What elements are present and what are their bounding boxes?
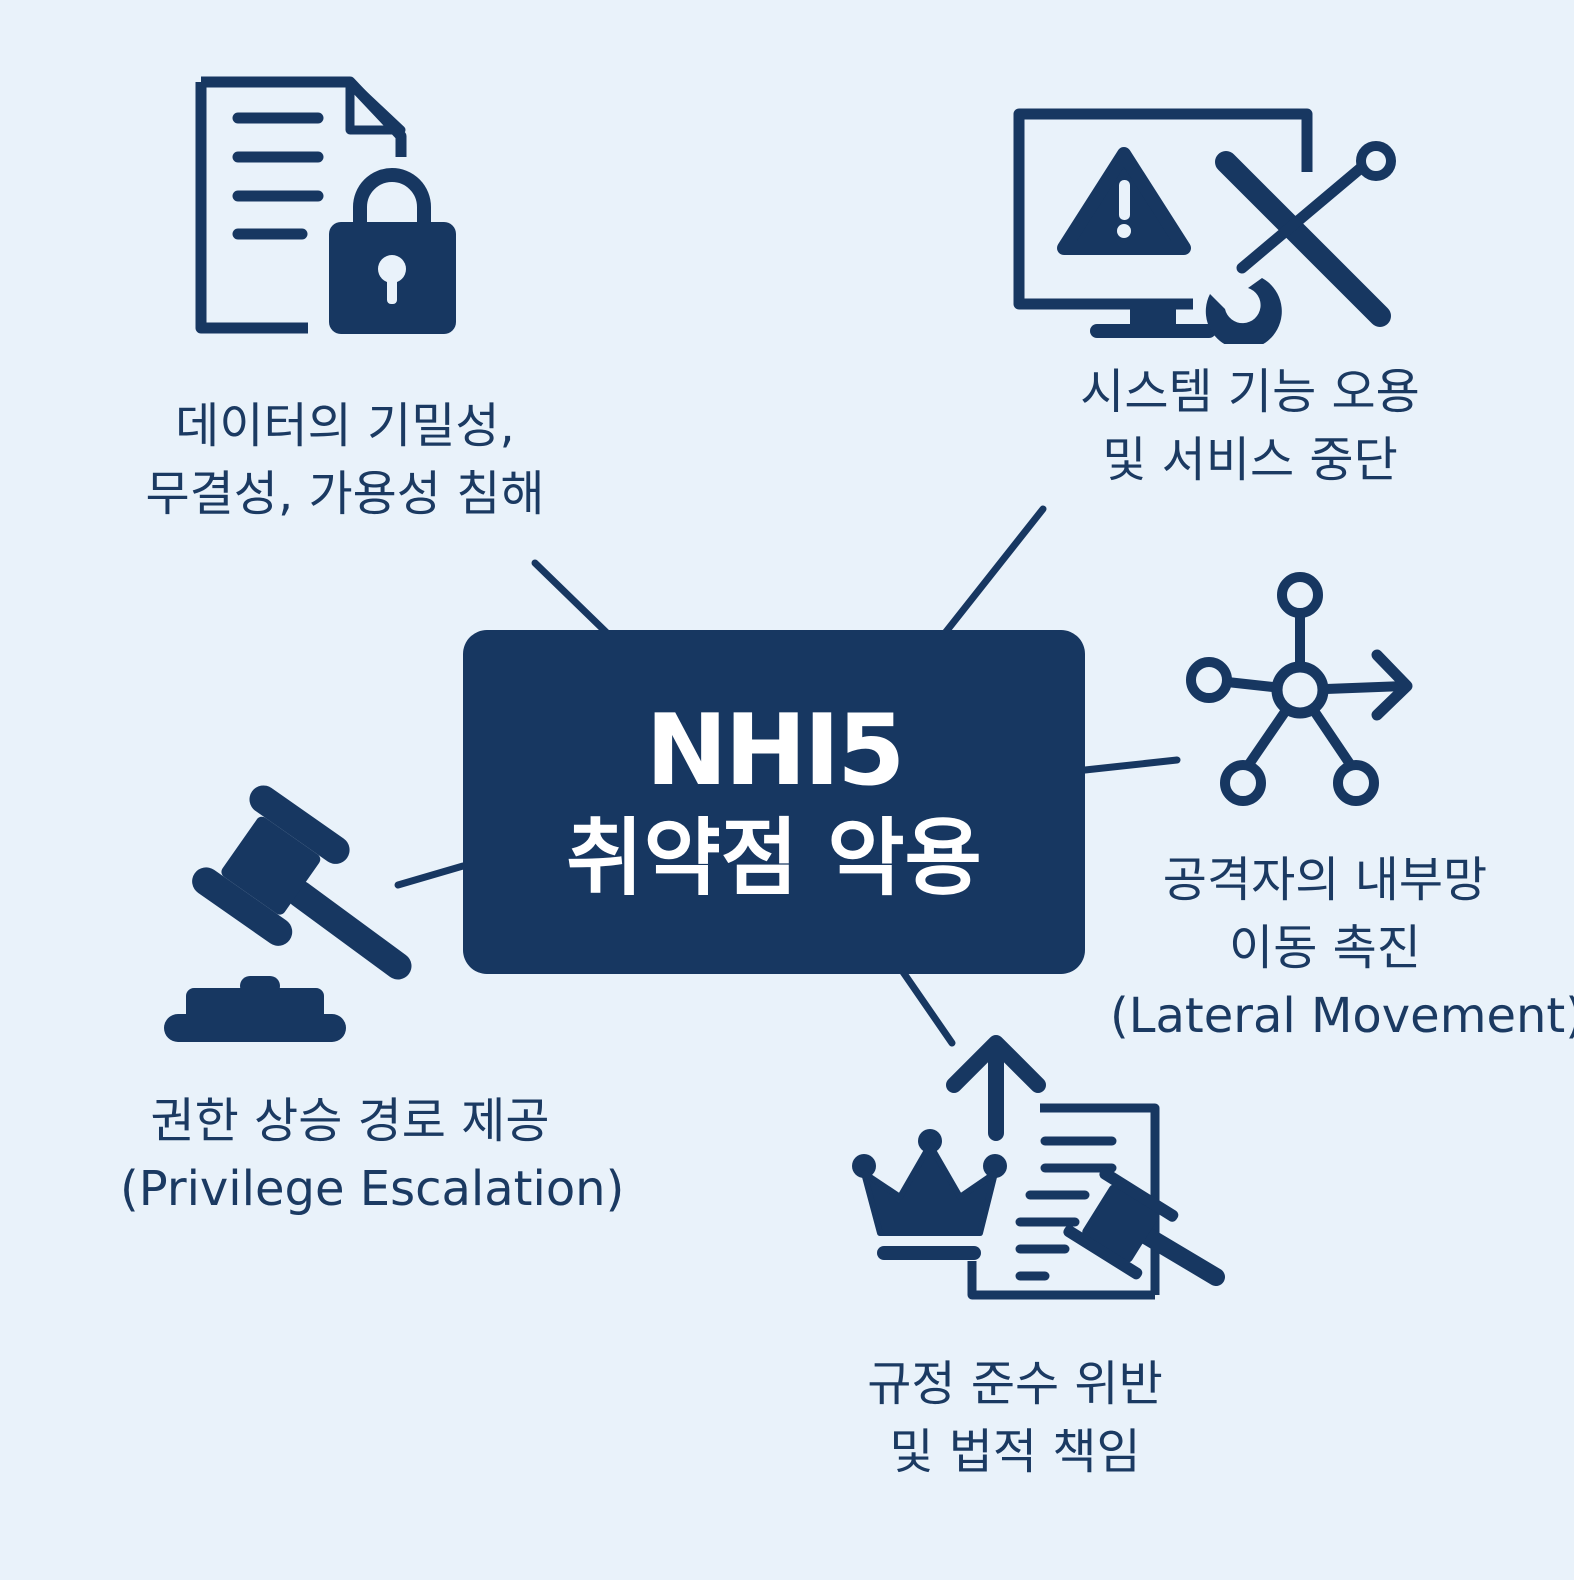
impact-label-lateral: 공격자의 내부망 이동 촉진 (Lateral Movement) (1110, 846, 1574, 1050)
impact-label-line: 및 서비스 중단 (1102, 432, 1398, 488)
impact-label-line: (Lateral Movement) (1110, 988, 1574, 1044)
center-code: NHI5 (645, 694, 906, 809)
impact-label-privilege: 권한 상승 경로 제공 (Privilege Escalation) (120, 1087, 625, 1223)
impact-label-line: 무결성, 가용성 침해 (145, 466, 545, 522)
impact-label-data: 데이터의 기밀성, 무결성, 가용성 침해 (135, 392, 555, 528)
connector-compliance (899, 968, 956, 1047)
center-title: 취약점 악용 (566, 808, 982, 907)
impact-label-line: 공격자의 내부망 (1162, 852, 1488, 908)
monitor-warning-tools-icon (1013, 108, 1396, 344)
connector-system (941, 505, 1047, 637)
connector-lateral (1081, 756, 1181, 774)
locked-document-icon (195, 76, 456, 334)
impact-label-line: 및 법적 책임 (889, 1424, 1141, 1480)
impact-label-line: 시스템 기능 오용 (1080, 364, 1420, 420)
impact-label-system: 시스템 기능 오용 및 서비스 중단 (1040, 358, 1460, 494)
connector-privilege (394, 862, 467, 889)
impact-label-line: (Privilege Escalation) (120, 1161, 625, 1217)
impact-label-line: 권한 상승 경로 제공 (150, 1093, 550, 1149)
impact-label-line: 데이터의 기밀성, (175, 398, 515, 454)
connector-data (531, 559, 611, 637)
network-nodes-arrow-icon (1186, 572, 1413, 806)
impact-label-line: 규정 준수 위반 (867, 1356, 1163, 1412)
gavel-icon (164, 785, 412, 1042)
impact-label-line: 이동 촉진 (1229, 920, 1421, 976)
impact-label-compliance: 규정 준수 위반 및 법적 책임 (815, 1350, 1215, 1486)
crown-document-gavel-icon (852, 1035, 1225, 1300)
center-node: NHI5 취약점 악용 (463, 630, 1085, 974)
